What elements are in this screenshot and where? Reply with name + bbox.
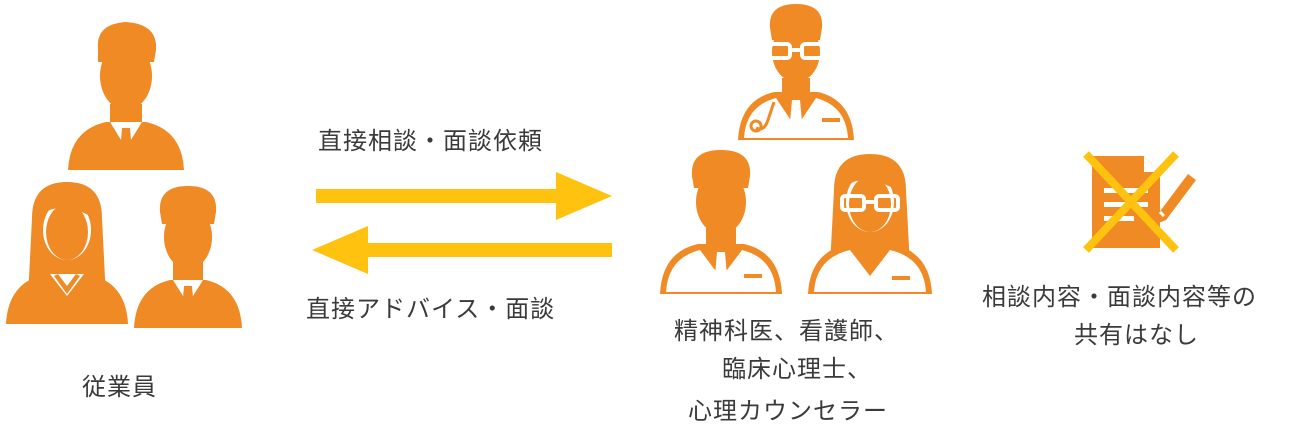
employee-female-icon [6, 182, 128, 324]
advice-label: 直接アドバイス・面談 [306, 295, 556, 323]
professional-male-icon [660, 150, 782, 294]
professionals-group: 精神科医、看護師、 臨床心理士、 心理カウンセラー [650, 0, 950, 440]
employees-group: 従業員 [0, 0, 250, 440]
professionals-label-line-3: 心理カウンセラー [688, 397, 888, 425]
employees-label: 従業員 [82, 373, 157, 401]
employee-male-top-icon [68, 22, 184, 170]
professional-female-icon [808, 154, 932, 294]
professionals-label-line-2: 臨床心理士、 [722, 355, 872, 383]
advice-arrow-left [312, 226, 612, 274]
request-arrow-right [316, 172, 612, 220]
employee-male-right-icon [134, 186, 242, 328]
doctor-icon [738, 4, 854, 140]
crossed-document-icon [1083, 151, 1196, 253]
no-sharing-label-line-2: 共有はなし [1074, 321, 1199, 349]
no-sharing-label-line-1: 相談内容・面談内容等の [982, 283, 1257, 311]
professionals-label-line-1: 精神科医、看護師、 [674, 317, 899, 345]
request-label: 直接相談・面談依頼 [318, 127, 543, 155]
